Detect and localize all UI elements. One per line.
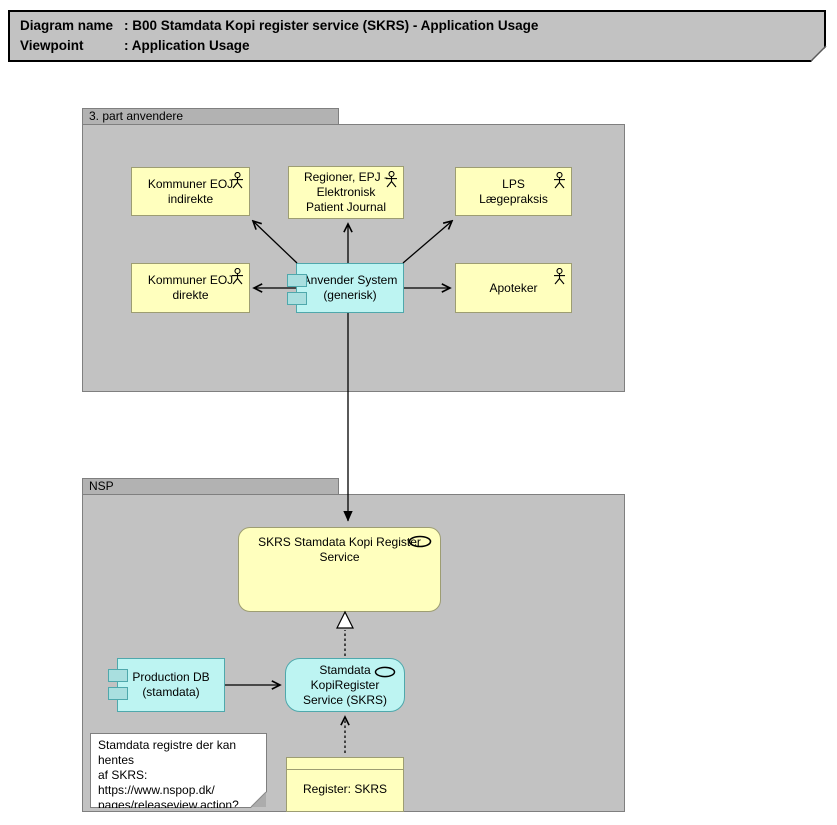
component-tab-icon bbox=[108, 669, 128, 682]
node-apoteker[interactable]: Apoteker bbox=[455, 263, 572, 313]
node-label: Anvender System (generisk) bbox=[302, 273, 398, 302]
group-body-3-part-anvendere[interactable] bbox=[82, 124, 625, 392]
node-kommuner-eoj-direkte[interactable]: Kommuner EOJ direkte bbox=[131, 263, 250, 313]
node-label: LPS Lægepraksis bbox=[479, 176, 548, 206]
node-anvender-system[interactable]: Anvender System (generisk) bbox=[287, 263, 404, 313]
node-label: Kommuner EOJ indirekte bbox=[147, 176, 234, 206]
node-label: Production DB (stamdata) bbox=[132, 670, 210, 699]
node-label: Apoteker bbox=[489, 280, 538, 295]
node-production-db[interactable]: Production DB (stamdata) bbox=[108, 658, 225, 712]
diagram-name-value: : B00 Stamdata Kopi register service (SK… bbox=[124, 18, 539, 33]
component-tab-icon bbox=[287, 292, 307, 305]
group-tab-nsp[interactable]: NSP bbox=[82, 478, 339, 495]
business-actor-icon bbox=[553, 171, 566, 189]
business-actor-icon bbox=[553, 267, 566, 285]
node-kommuner-eoj-indirekte[interactable]: Kommuner EOJ indirekte bbox=[131, 167, 250, 216]
diagram-name-row: Diagram name : B00 Stamdata Kopi register… bbox=[20, 16, 824, 36]
node-skrs-stamdata-kopi-register-service[interactable]: SKRS Stamdata Kopi Register Service bbox=[238, 527, 441, 612]
node-label: Register: SKRS bbox=[302, 782, 388, 796]
business-actor-icon bbox=[231, 171, 244, 189]
node-label: Stamdata KopiRegister Service (SKRS) bbox=[302, 662, 388, 707]
node-lps-laegepraksis[interactable]: LPS Lægepraksis bbox=[455, 167, 572, 216]
application-service-oval-icon bbox=[408, 535, 432, 548]
viewpoint-label: Viewpoint bbox=[20, 38, 84, 53]
node-label: Regioner, EPJ - Elektronisk Patient Jour… bbox=[303, 170, 389, 214]
group-label: NSP bbox=[89, 479, 114, 493]
business-actor-icon bbox=[385, 170, 398, 188]
business-actor-icon bbox=[231, 267, 244, 285]
component-tab-icon bbox=[287, 274, 307, 287]
node-label: Kommuner EOJ direkte bbox=[147, 273, 234, 302]
group-tab-3-part-anvendere[interactable]: 3. part anvendere bbox=[82, 108, 339, 125]
diagram-name-label: Diagram name bbox=[20, 18, 114, 33]
application-service-oval-icon bbox=[374, 666, 396, 678]
component-tab-icon bbox=[108, 687, 128, 700]
node-label: SKRS Stamdata Kopi Register Service bbox=[258, 535, 421, 564]
data-object-header-divider bbox=[287, 769, 403, 770]
note-stamdata-registre[interactable]: Stamdata registre der kan hentes af SKRS… bbox=[90, 733, 267, 808]
viewpoint-value: : Application Usage bbox=[124, 38, 250, 53]
viewpoint-row: Viewpoint : Application Usage bbox=[20, 36, 824, 56]
group-label: 3. part anvendere bbox=[89, 109, 184, 123]
diagram-title-box: Diagram name : B00 Stamdata Kopi register… bbox=[8, 10, 826, 62]
node-stamdata-kopiregister-service[interactable]: Stamdata KopiRegister Service (SKRS) bbox=[285, 658, 405, 712]
node-regioner-epj[interactable]: Regioner, EPJ - Elektronisk Patient Jour… bbox=[288, 166, 404, 219]
node-register-skrs[interactable]: Register: SKRS bbox=[286, 757, 404, 812]
